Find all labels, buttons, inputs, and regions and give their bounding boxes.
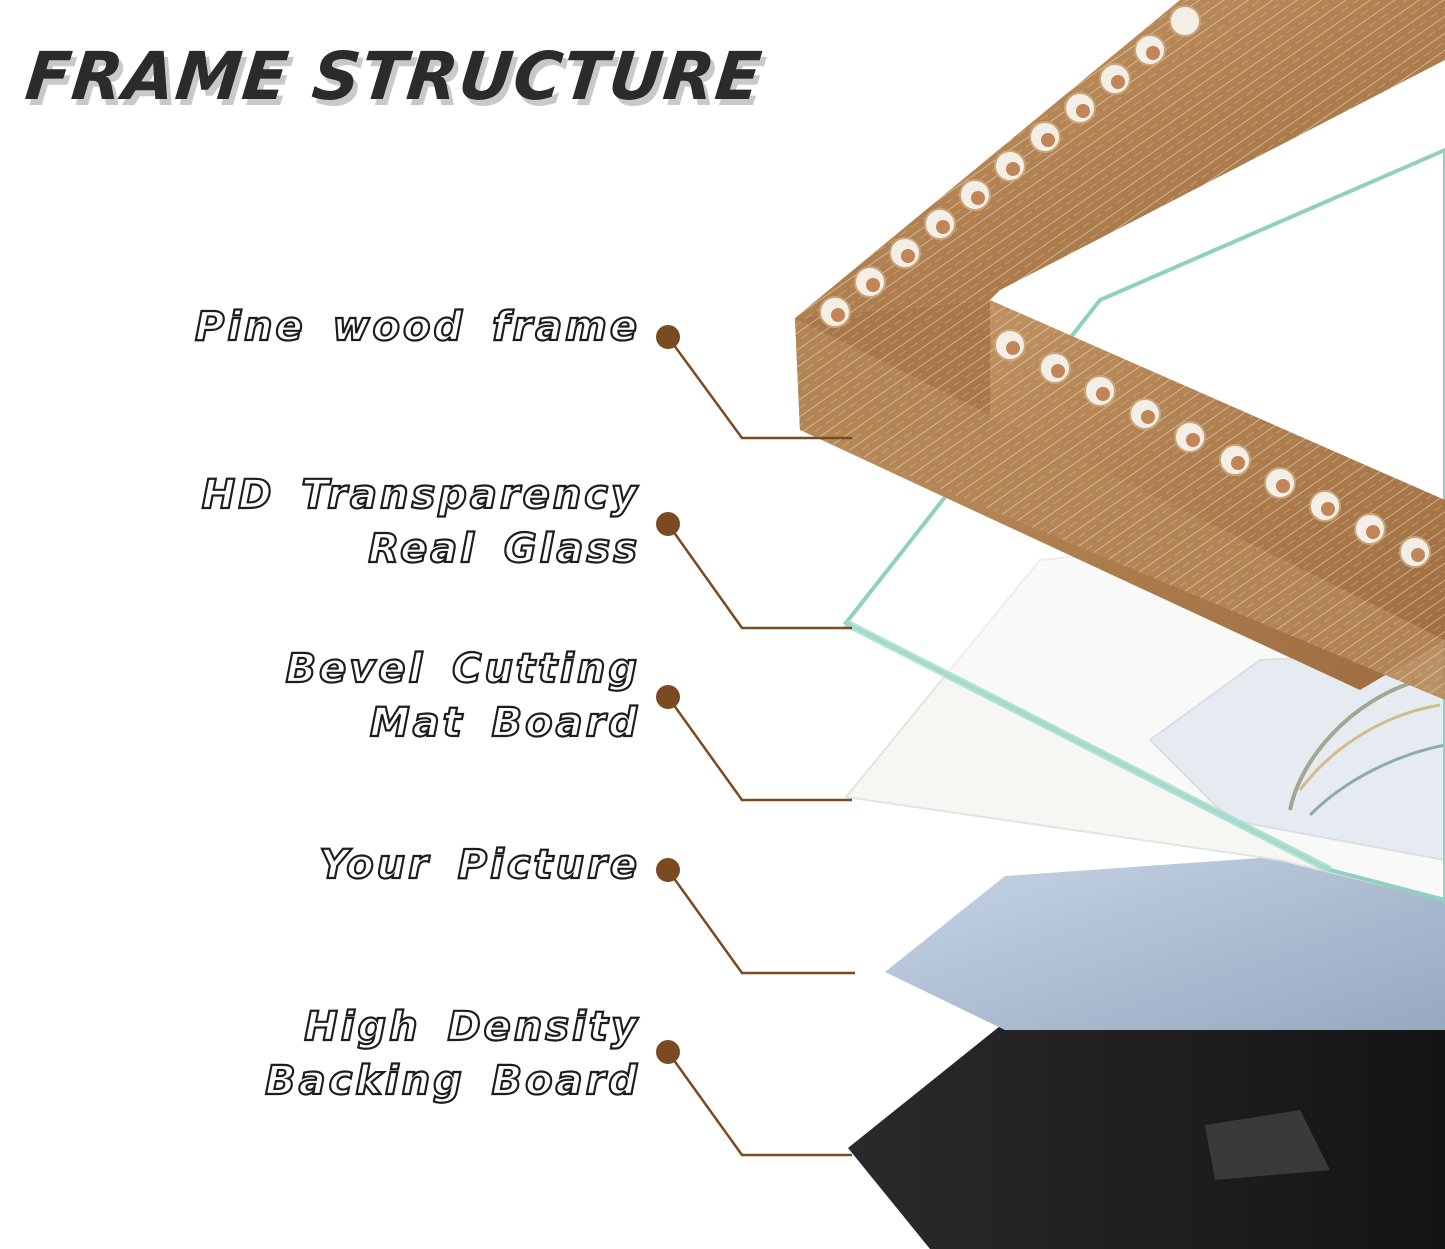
leader-pine-wood-frame-dot <box>656 325 680 349</box>
layer-label-mat-board: Bevel Cutting Mat Board <box>285 642 640 750</box>
layer-label-line: Real Glass <box>367 525 640 573</box>
backing-board-layer <box>848 1010 1445 1249</box>
layer-label-your-picture: Your Picture <box>318 838 640 892</box>
leader-mat-board-line <box>666 696 852 802</box>
leader-your-picture-line <box>666 869 855 975</box>
leader-lines <box>656 325 855 1157</box>
layer-label-line: Backing Board <box>264 1057 640 1105</box>
leader-real-glass-dot <box>656 512 680 536</box>
layer-label-line: Pine wood frame <box>194 303 640 351</box>
leader-backing-board-line <box>666 1051 852 1157</box>
layer-label-line: Mat Board <box>369 699 640 747</box>
picture-layer <box>885 845 1445 1030</box>
layer-label-line: HD Transparency <box>201 471 640 519</box>
leader-real-glass-line <box>666 523 852 630</box>
layer-label-backing-board: High Density Backing Board <box>264 1000 640 1108</box>
layer-label-line: Bevel Cutting <box>285 645 640 693</box>
layer-label-pine-wood-frame: Pine wood frame <box>194 300 640 354</box>
leader-your-picture-dot <box>656 858 680 882</box>
layer-label-real-glass: HD Transparency Real Glass <box>201 468 640 576</box>
leader-mat-board-dot <box>656 685 680 709</box>
leader-backing-board-dot <box>656 1040 680 1064</box>
layer-label-line: Your Picture <box>318 841 640 889</box>
diagram-title: FRAME STRUCTURE <box>21 38 766 115</box>
leader-pine-wood-frame-line <box>666 336 852 440</box>
layer-label-line: High Density <box>303 1003 640 1051</box>
